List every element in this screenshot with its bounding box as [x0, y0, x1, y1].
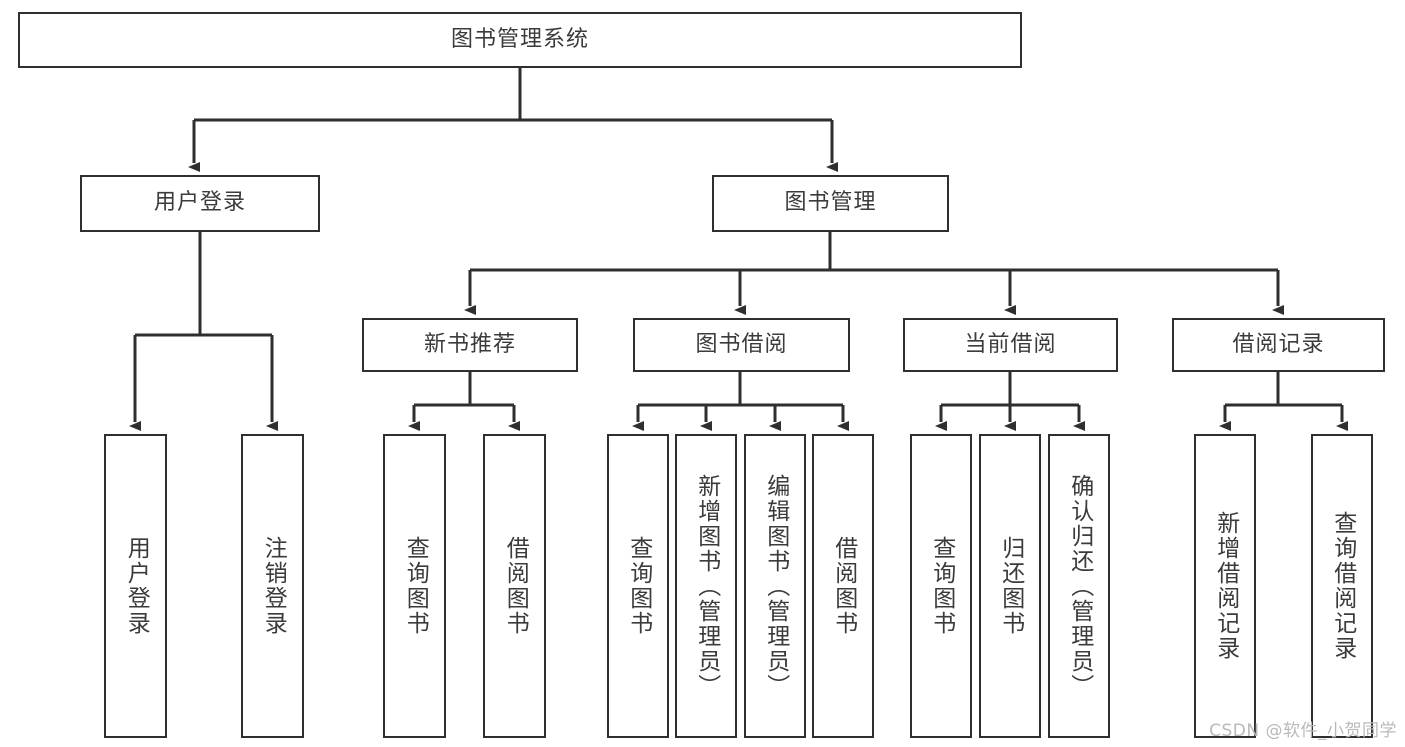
leaf-current-query-book[interactable]: 查询图书 [910, 434, 972, 738]
leaf-label: 确认归还（管理员） [1066, 473, 1093, 699]
leaf-label: 编辑图书（管理员） [762, 473, 789, 699]
leaf-label: 查询图书 [928, 536, 955, 636]
node-borrow-record[interactable]: 借阅记录 [1172, 318, 1385, 372]
leaf-record-query[interactable]: 查询借阅记录 [1311, 434, 1373, 738]
watermark-text: CSDN @软件_小贺同学 [1209, 721, 1397, 741]
leaf-label: 新增图书（管理员） [693, 473, 720, 699]
node-book-borrow-label: 图书借阅 [695, 331, 788, 357]
node-current-borrow[interactable]: 当前借阅 [903, 318, 1118, 372]
node-current-borrow-label: 当前借阅 [964, 331, 1057, 357]
leaf-label: 借阅图书 [830, 536, 857, 636]
node-root[interactable]: 图书管理系统 [18, 12, 1022, 68]
leaf-label: 归还图书 [997, 536, 1024, 636]
leaf-label: 查询图书 [402, 536, 429, 636]
node-book-borrow[interactable]: 图书借阅 [633, 318, 850, 372]
leaf-current-confirm-return[interactable]: 确认归还（管理员） [1048, 434, 1110, 738]
node-book-management[interactable]: 图书管理 [712, 175, 949, 232]
leaf-label: 用户登录 [123, 536, 150, 636]
leaf-label: 新增借阅记录 [1212, 511, 1239, 661]
node-new-book-recommend[interactable]: 新书推荐 [362, 318, 578, 372]
node-root-label: 图书管理系统 [450, 26, 589, 52]
node-user-login[interactable]: 用户登录 [80, 175, 320, 232]
node-user-login-label: 用户登录 [153, 190, 246, 216]
node-book-management-label: 图书管理 [784, 190, 877, 216]
leaf-borrow-edit-book[interactable]: 编辑图书（管理员） [744, 434, 806, 738]
leaf-borrow-query-book[interactable]: 查询图书 [607, 434, 669, 738]
leaf-new-book-borrow[interactable]: 借阅图书 [483, 434, 546, 738]
leaf-record-add[interactable]: 新增借阅记录 [1194, 434, 1256, 738]
leaf-new-book-query[interactable]: 查询图书 [383, 434, 446, 738]
leaf-current-return-book[interactable]: 归还图书 [979, 434, 1041, 738]
node-new-book-recommend-label: 新书推荐 [423, 331, 516, 357]
leaf-label: 借阅图书 [502, 536, 529, 636]
leaf-borrow-add-book[interactable]: 新增图书（管理员） [675, 434, 737, 738]
leaf-user-login-logout[interactable]: 注销登录 [241, 434, 304, 738]
leaf-label: 查询借阅记录 [1329, 511, 1356, 661]
leaf-user-login-login[interactable]: 用户登录 [104, 434, 167, 738]
node-borrow-record-label: 借阅记录 [1232, 331, 1325, 357]
leaf-borrow-borrow-book[interactable]: 借阅图书 [812, 434, 874, 738]
leaf-label: 注销登录 [260, 536, 287, 636]
leaf-label: 查询图书 [625, 536, 652, 636]
